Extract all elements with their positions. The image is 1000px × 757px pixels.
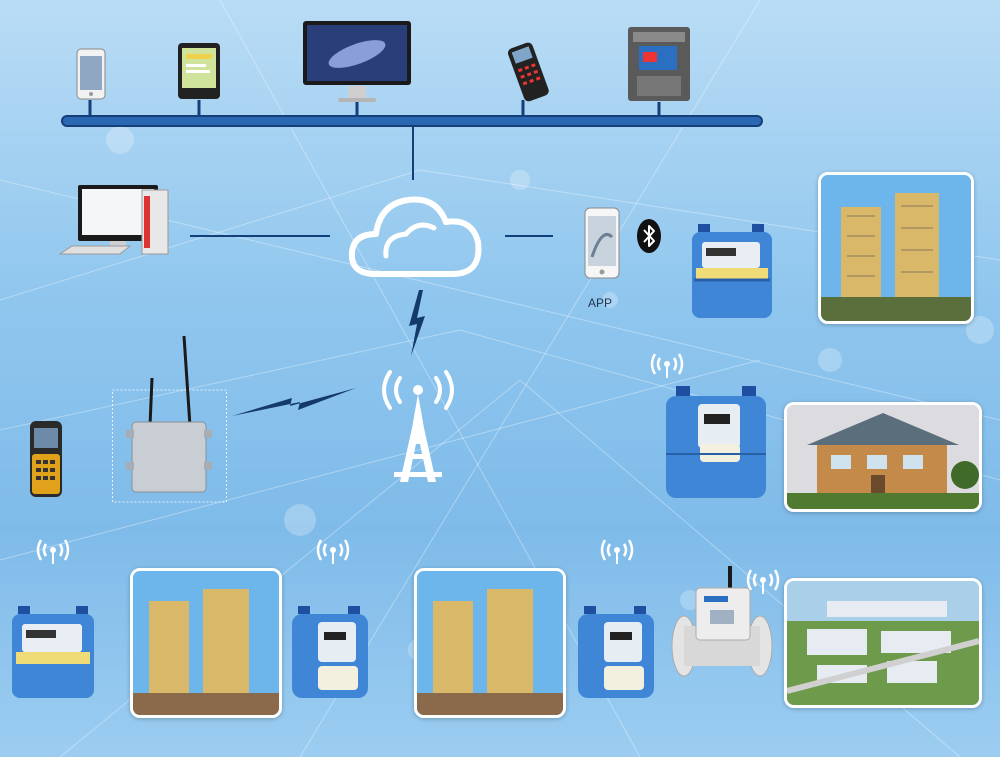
gas-meter-icon (292, 606, 368, 698)
villa-photo (784, 402, 982, 512)
app-label: APP (588, 296, 613, 310)
gas-meter-icon (578, 606, 654, 698)
gas-meter-icon (692, 224, 772, 318)
smartphone-icon (76, 48, 106, 100)
radio-tower-icon (382, 370, 454, 482)
wireless-signal-icon (650, 353, 684, 378)
wireless-link-icon (232, 388, 356, 416)
monitor-icon (303, 21, 411, 102)
building-photo (414, 568, 566, 718)
tablet-icon (178, 43, 220, 99)
wireless-signal-icon (746, 569, 780, 594)
atm-icon (628, 27, 690, 101)
gateway-icon (112, 335, 227, 503)
industrial-park-photo (784, 578, 982, 708)
bluetooth-icon (637, 219, 661, 253)
wireless-link-icon (409, 290, 425, 356)
wireless-signal-icon (36, 539, 70, 564)
desktop-computer-icon (58, 185, 169, 255)
wireless-signal-icon (600, 539, 634, 564)
gas-meter-icon (666, 386, 766, 498)
building-photo (818, 172, 974, 324)
building-photo (130, 568, 282, 718)
cloud-icon (348, 196, 482, 277)
pos-terminal-icon (507, 42, 549, 102)
flow-meter-icon (671, 566, 773, 677)
wireless-signal-icon (316, 539, 350, 564)
handheld-terminal-icon (30, 421, 62, 497)
gas-meter-icon (12, 606, 94, 698)
smartphone-icon (584, 207, 620, 279)
